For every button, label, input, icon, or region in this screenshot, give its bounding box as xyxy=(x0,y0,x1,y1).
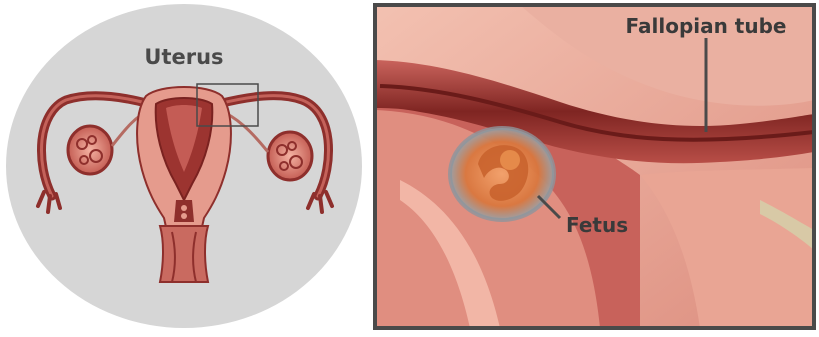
fetus-label: Fetus xyxy=(566,213,628,237)
uterus-label: Uterus xyxy=(144,45,223,69)
uterus-illustration: Uterus xyxy=(6,4,362,328)
zoomed-tube-illustration: Fallopian tube Fetus xyxy=(375,5,814,328)
left-ovary xyxy=(68,126,112,174)
fallopian-tube-label: Fallopian tube xyxy=(626,14,787,38)
vagina xyxy=(160,226,208,282)
right-ovary xyxy=(268,132,312,180)
